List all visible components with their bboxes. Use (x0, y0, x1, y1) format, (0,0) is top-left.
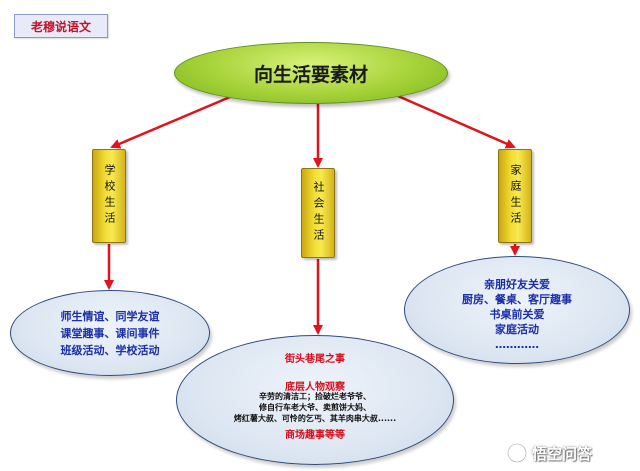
arrow-to-family (397, 94, 516, 149)
school-line: 班级活动、学校活动 (60, 344, 160, 357)
social-heading-streets: 街头巷尾之事 (285, 354, 345, 365)
social-detail-ellipse (176, 335, 454, 465)
social-heading-people: 底层人物观察 (285, 382, 345, 393)
branch-social-node: 社会生活 (301, 168, 335, 258)
family-detail-text: 亲朋好友关爱 厨房、餐桌、客厅趣事 书桌前关爱 家庭活动 ………… (416, 277, 618, 352)
school-line: 课堂趣事、课间事件 (60, 327, 160, 340)
root-node-label: 向生活要素材 (253, 63, 368, 86)
social-body-line: 辛劳的清洁工；捡破烂老爷爷、 (259, 392, 371, 401)
family-line: 书桌前关爱 (489, 308, 545, 321)
family-detail-ellipse (404, 256, 630, 364)
wukong-logo-icon (507, 443, 527, 463)
branch-family-label: 家庭生活 (509, 164, 522, 228)
family-line: 家庭活动 (495, 323, 539, 336)
family-line: 亲朋好友关爱 (484, 278, 550, 291)
branch-family-node: 家庭生活 (498, 149, 532, 243)
branch-social-label: 社会生活 (312, 181, 325, 245)
author-tag-label: 老穆说语文 (30, 19, 91, 34)
author-tag: 老穆说语文 (14, 14, 108, 38)
watermark-text: 悟空问答 (532, 444, 593, 463)
root-node: 向生活要素材 (174, 42, 448, 104)
school-detail-ellipse (10, 290, 210, 376)
arrow-to-school (110, 95, 231, 149)
branch-school-label: 学校生活 (103, 164, 116, 228)
social-body-line: 烤红薯大叔、可怜的乞丐、其羊肉串大叔...... (233, 414, 397, 423)
social-body-line: 修自行车老大爷、卖煎饼大妈、 (259, 403, 371, 412)
school-line: 师生情谊、同学友谊 (60, 310, 160, 323)
branch-school-node: 学校生活 (92, 149, 126, 243)
social-heading-mall: 商场趣事等等 (285, 430, 345, 441)
social-people-list: 辛劳的清洁工；捡破烂老爷爷、 修自行车老大爷、卖煎饼大妈、 烤红薯大叔、可怜的乞… (200, 391, 430, 424)
watermark: 悟空问答 (506, 440, 634, 466)
school-detail-text: 师生情谊、同学友谊 课堂趣事、课间事件 班级活动、学校活动 (22, 308, 198, 359)
family-line: 厨房、餐桌、客厅趣事 (462, 293, 572, 306)
family-line: ………… (495, 338, 539, 351)
